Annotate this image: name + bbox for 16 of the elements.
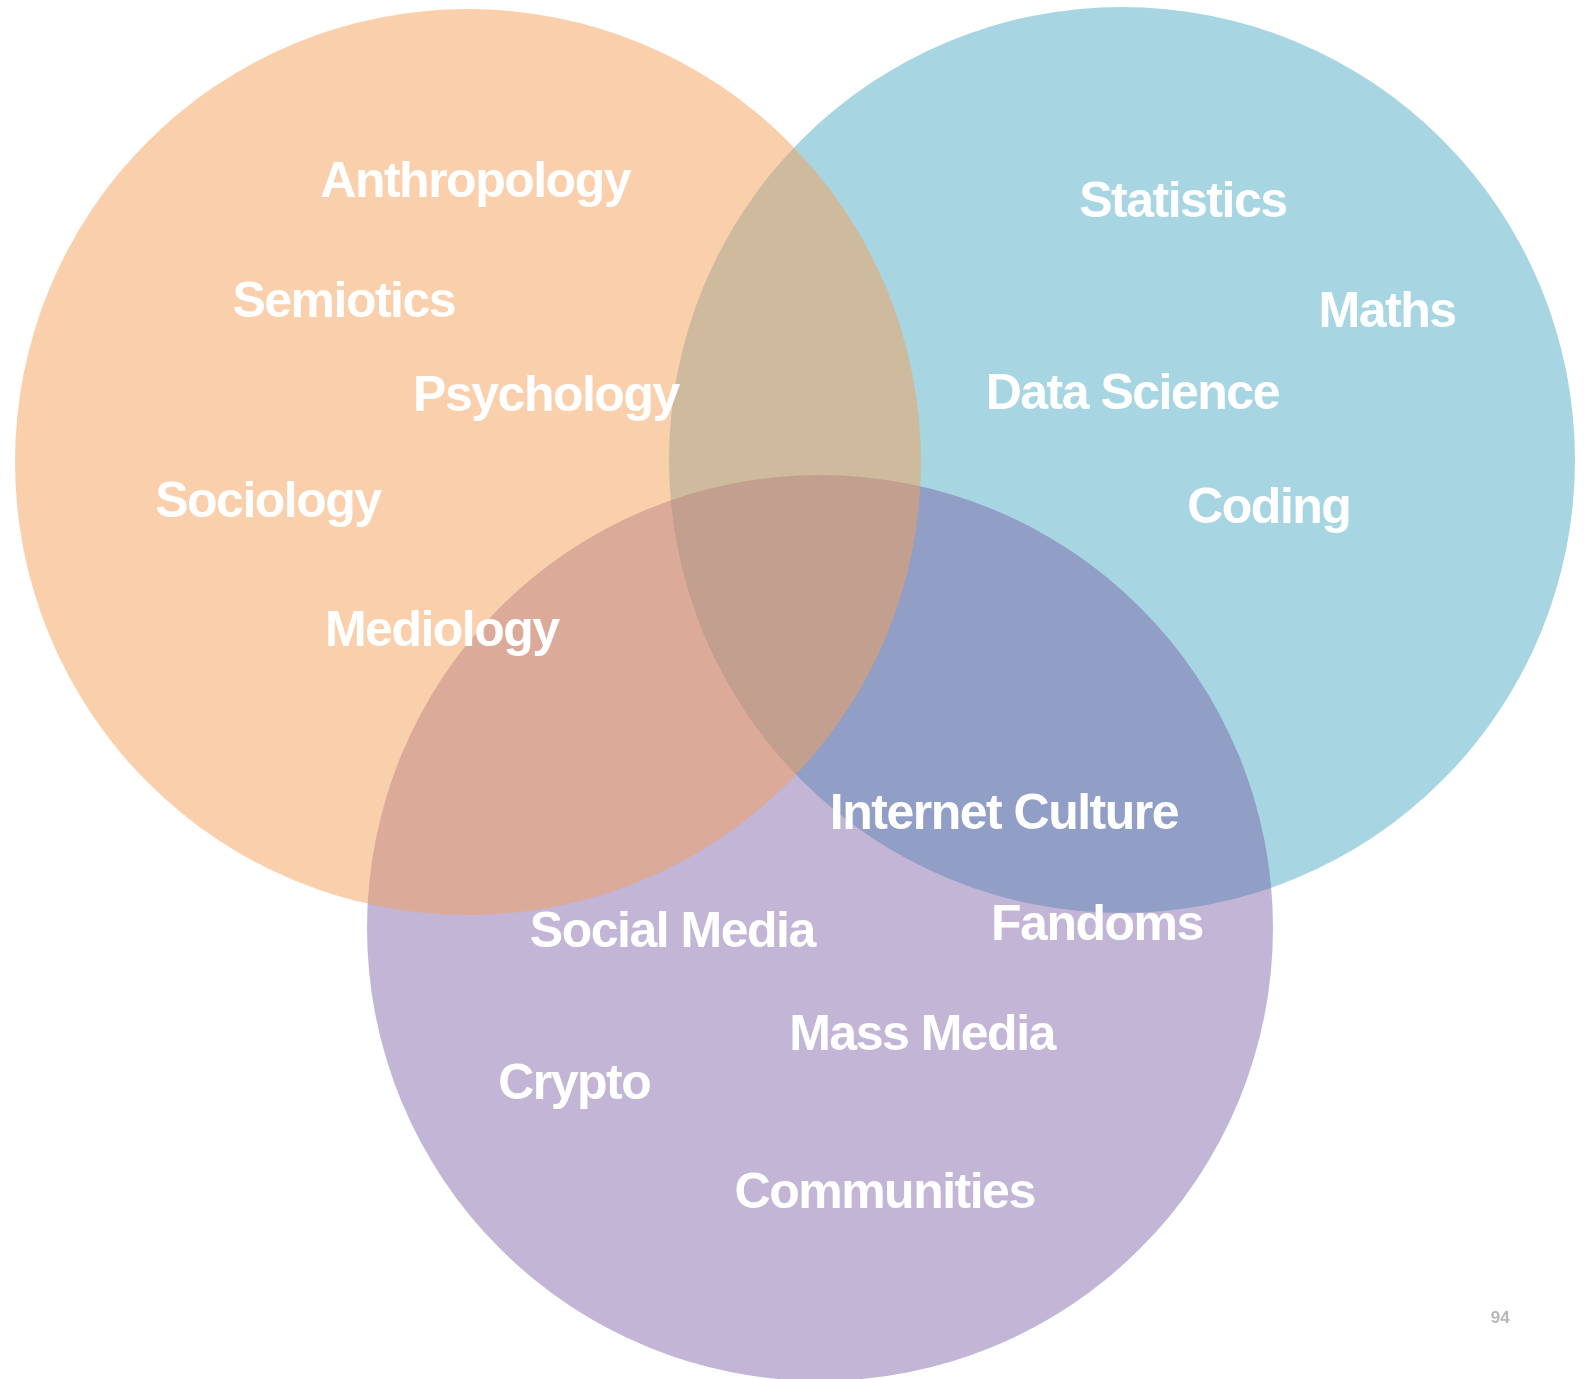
page-number: 94 (1490, 1308, 1510, 1329)
topic-label: Semiotics (232, 271, 456, 330)
topic-label: Communities (734, 1161, 1035, 1220)
topic-label: Data Science (985, 363, 1279, 422)
topic-label: Crypto (498, 1052, 651, 1111)
topic-label: Sociology (155, 471, 381, 530)
topic-label: Anthropology (320, 150, 630, 209)
topic-label: Internet Culture (829, 782, 1179, 841)
topic-label: Social Media (529, 901, 815, 960)
topic-label: Mass Media (789, 1004, 1055, 1063)
topic-label: Coding (1187, 476, 1351, 535)
topic-label: Fandoms (991, 894, 1203, 953)
topic-label: Statistics (1079, 171, 1287, 230)
topic-label: Mediology (324, 599, 559, 658)
topic-label: Psychology (413, 365, 679, 424)
topic-label: Maths (1318, 281, 1456, 340)
